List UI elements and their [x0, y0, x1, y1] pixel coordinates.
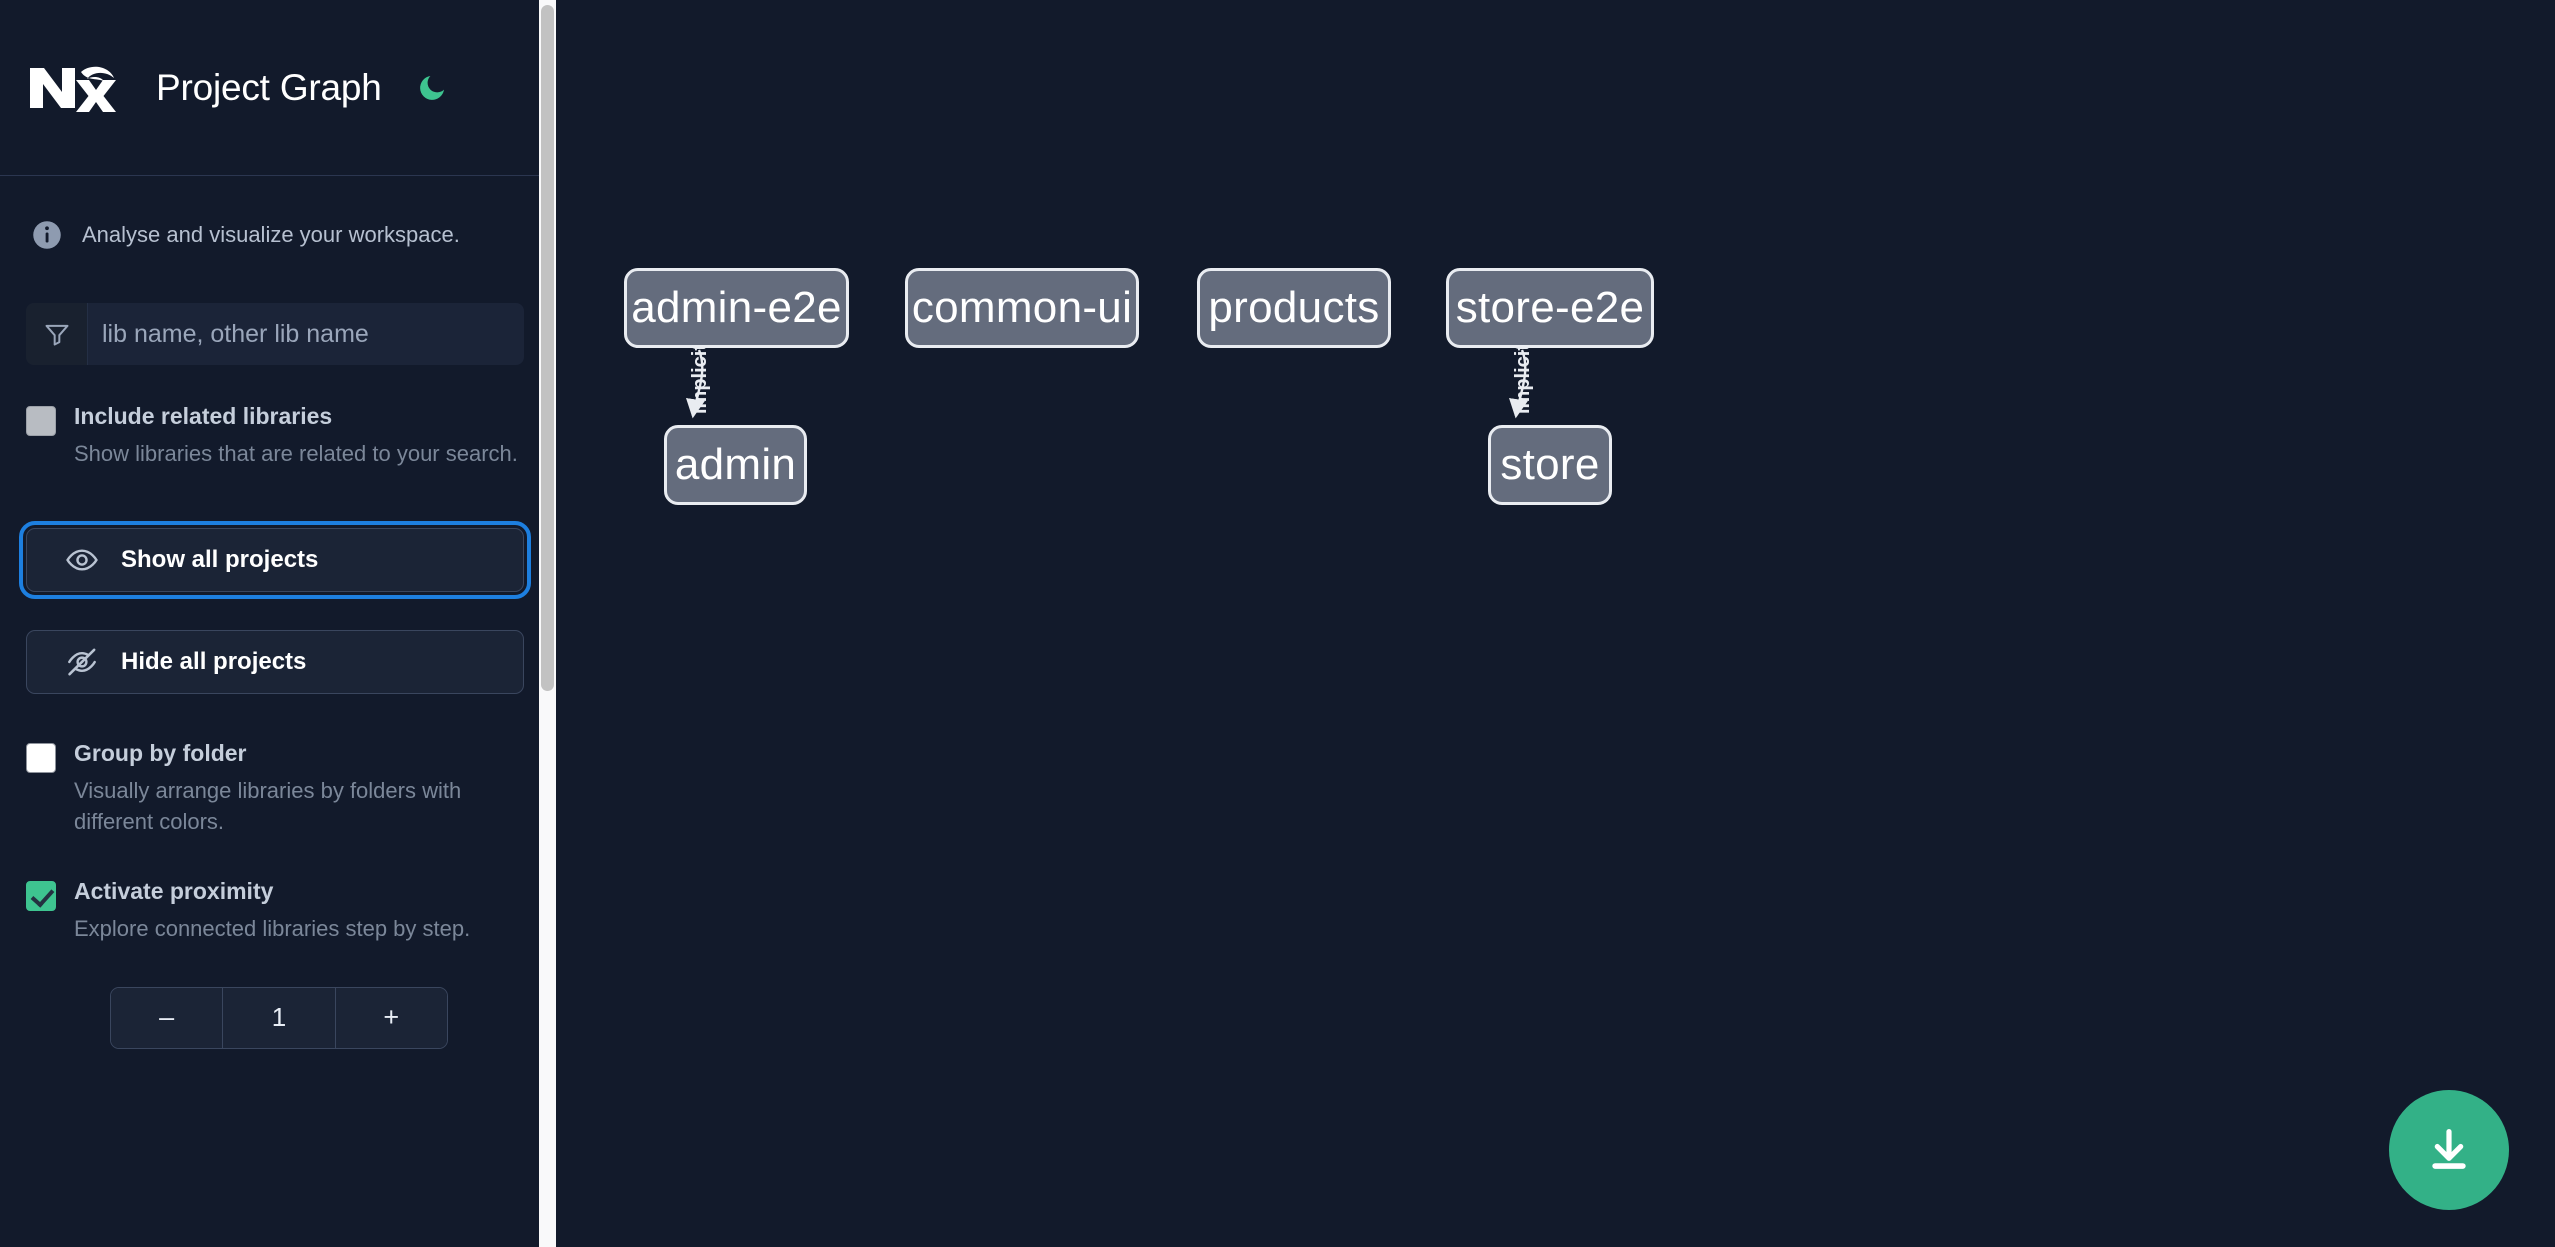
proximity-stepper[interactable]: – 1 +: [110, 986, 448, 1049]
graph-edges: [686, 349, 1528, 419]
graph-node-admin-e2e[interactable]: admin-e2e: [624, 268, 849, 348]
graph-canvas[interactable]: implicit implicit admin-e2e common-ui pr…: [556, 0, 2555, 1247]
proximity-decrement-button[interactable]: –: [111, 987, 223, 1048]
include-related-libraries-checkbox[interactable]: [26, 406, 56, 436]
group-by-folder-checkbox[interactable]: [26, 742, 56, 773]
proximity-increment-button[interactable]: +: [335, 987, 447, 1048]
sidebar-scrollbar[interactable]: [539, 0, 556, 1247]
proximity-value: 1: [222, 987, 336, 1048]
filter-icon: [26, 303, 88, 365]
info-icon: [32, 220, 62, 250]
graph-node-store-e2e[interactable]: store-e2e: [1446, 268, 1654, 348]
eye-off-icon: [65, 645, 99, 679]
graph-node-admin[interactable]: admin: [664, 425, 807, 505]
hide-all-projects-button[interactable]: Hide all projects: [26, 629, 524, 694]
activate-proximity-checkbox[interactable]: [26, 881, 56, 912]
moon-icon[interactable]: [414, 70, 450, 106]
eye-icon: [65, 543, 99, 577]
option-description: Visually arrange libraries by folders wi…: [74, 777, 462, 835]
hide-all-projects-label: Hide all projects: [121, 647, 307, 675]
option-label: Include related libraries: [74, 403, 333, 429]
graph-node-store[interactable]: store: [1488, 425, 1612, 505]
info-banner: Analyse and visualize your workspace.: [0, 176, 556, 250]
search-input[interactable]: [88, 303, 524, 365]
show-all-projects-button[interactable]: Show all projects: [19, 520, 531, 599]
edge-label-implicit: implicit: [689, 343, 711, 414]
page-title: Project Graph: [156, 66, 382, 108]
download-graph-button[interactable]: [2389, 1090, 2509, 1210]
edge-label-implicit: implicit: [1512, 343, 1534, 414]
show-all-projects-label: Show all projects: [121, 545, 319, 573]
option-description: Explore connected libraries step by step…: [74, 916, 471, 942]
graph-node-common-ui[interactable]: common-ui: [905, 268, 1139, 348]
option-description: Show libraries that are related to your …: [74, 441, 518, 466]
nx-logo-icon: [26, 58, 120, 118]
graph-node-products[interactable]: products: [1197, 268, 1391, 348]
info-text: Analyse and visualize your workspace.: [82, 222, 460, 247]
download-icon: [2432, 1128, 2466, 1169]
sidebar-scrollbar-thumb[interactable]: [541, 5, 554, 691]
sidebar: Project Graph Analyse and visualize your…: [0, 0, 556, 1247]
option-label: Group by folder: [74, 739, 247, 766]
filter-search-box[interactable]: [26, 303, 524, 365]
option-group-by-folder[interactable]: Group by folder Visually arrange librari…: [0, 738, 556, 838]
option-activate-proximity[interactable]: Activate proximity Explore connected lib…: [0, 876, 556, 945]
sidebar-header: Project Graph: [0, 0, 556, 176]
option-include-related-libraries[interactable]: Include related libraries Show libraries…: [0, 401, 556, 470]
option-label: Activate proximity: [74, 878, 274, 905]
sidebar-body: Analyse and visualize your workspace. In…: [0, 176, 556, 1049]
